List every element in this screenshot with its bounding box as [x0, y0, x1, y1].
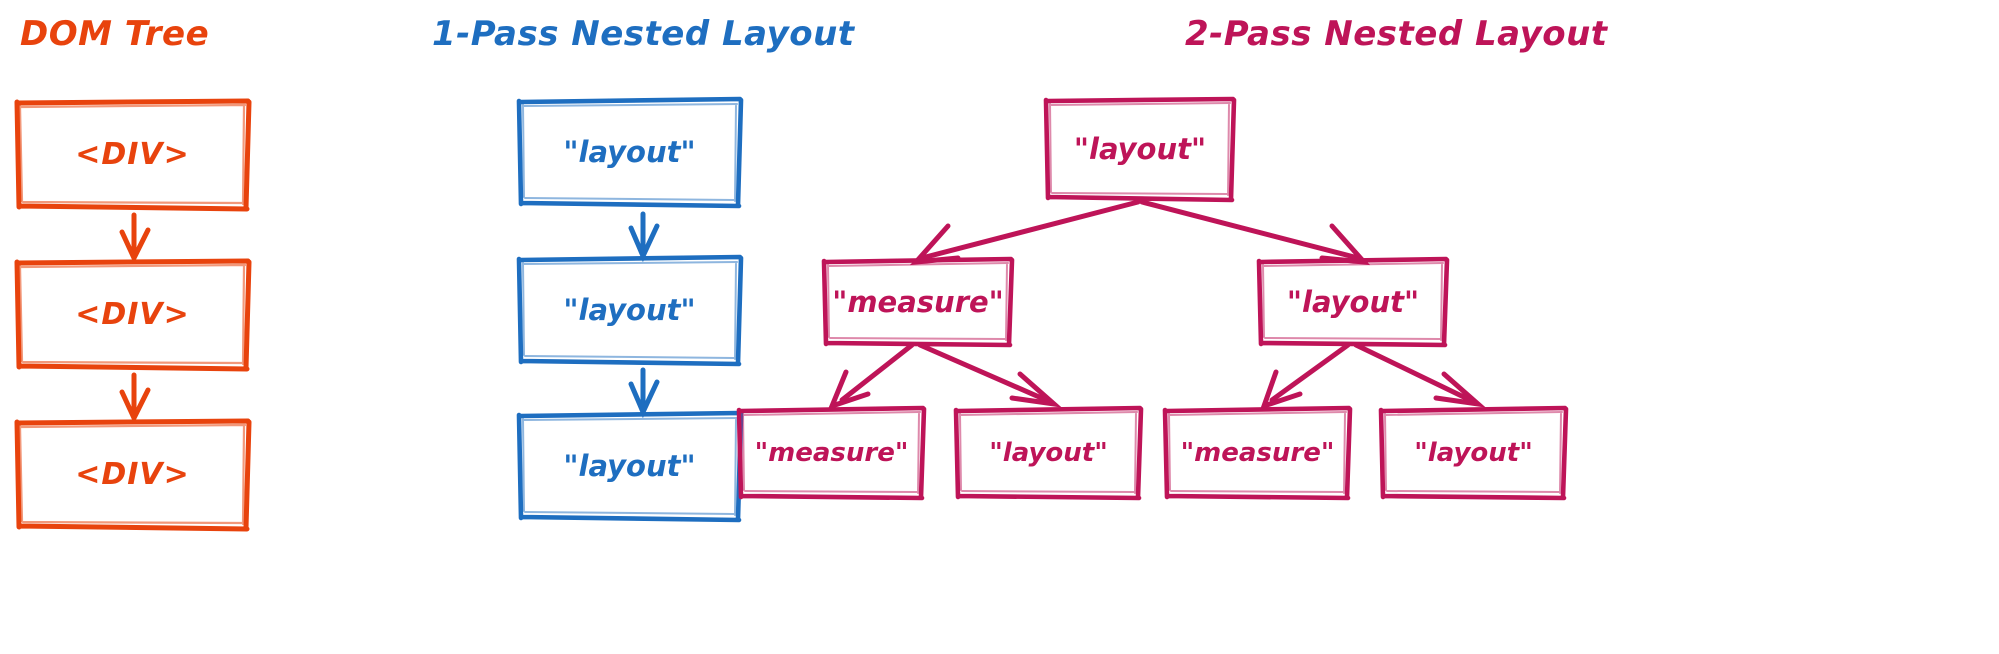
sketch-box-outline [516, 96, 744, 209]
two-pass-leaf-node-3-label: "layout" [1414, 438, 1533, 468]
onepass-edge-2-arrowhead [628, 379, 660, 419]
sketch-box-outline [1378, 405, 1569, 501]
twopass-edge-l2r-leaf3-arrowhead [1259, 369, 1303, 410]
two-pass-leaf-node-0[interactable]: "measure" [736, 405, 927, 501]
dom-tree-node-1-label: <DIV> [75, 297, 190, 332]
two-pass-leaf-node-1-label: "layout" [989, 438, 1108, 468]
sketch-box-outline [1043, 96, 1237, 203]
two-pass-level2-node-1[interactable]: "layout" [1256, 256, 1450, 348]
dom-edge-1-arrowhead [119, 227, 151, 264]
twopass-edge-l2l-leaf2-line [917, 342, 1049, 403]
column-title-one-pass-nested-layout: 1-Pass Nested Layout [432, 14, 855, 54]
two-pass-level2-node-1-label: "layout" [1286, 285, 1420, 319]
column-title-dom-tree: DOM Tree [20, 14, 210, 54]
column-title-two-pass-nested-layout: 2-Pass Nested Layout [1185, 14, 1608, 54]
sketch-box-outline [953, 405, 1144, 501]
one-pass-node-2[interactable]: "layout" [516, 410, 744, 523]
one-pass-node-0[interactable]: "layout" [516, 96, 744, 209]
one-pass-node-1[interactable]: "layout" [516, 254, 744, 367]
one-pass-node-1-label: "layout" [563, 293, 696, 327]
two-pass-leaf-node-3[interactable]: "layout" [1378, 405, 1569, 501]
twopass-edge-l2r-leaf4-arrowhead [1433, 371, 1486, 408]
dom-edge-2-arrowhead [119, 387, 151, 424]
twopass-edge-root-left-line [919, 199, 1141, 261]
two-pass-level2-node-0-label: "measure" [832, 285, 1004, 319]
two-pass-leaf-node-0-label: "measure" [754, 438, 909, 468]
twopass-edge-root-right-line [1139, 199, 1361, 261]
one-pass-node-2-label: "layout" [563, 449, 696, 483]
twopass-edge-l2l-leaf1-line [839, 342, 915, 403]
two-pass-leaf-node-2[interactable]: "measure" [1162, 405, 1353, 501]
twopass-edge-l2r-leaf3-line [1269, 342, 1351, 403]
two-pass-root-node[interactable]: "layout" [1043, 96, 1237, 203]
sketch-box-outline [1162, 405, 1353, 501]
two-pass-leaf-node-1[interactable]: "layout" [953, 405, 1144, 501]
two-pass-leaf-node-2-label: "measure" [1180, 438, 1335, 468]
twopass-edge-l2l-leaf2-arrowhead [1009, 371, 1062, 408]
dom-tree-node-0-label: <DIV> [75, 137, 190, 172]
sketch-box-outline [14, 98, 252, 212]
dom-tree-node-0[interactable]: <DIV> [14, 98, 252, 212]
two-pass-level2-node-0[interactable]: "measure" [821, 256, 1015, 348]
dom-tree-node-2-label: <DIV> [75, 457, 190, 492]
twopass-edge-l2r-leaf4-line [1353, 342, 1473, 403]
dom-tree-node-2[interactable]: <DIV> [14, 418, 252, 532]
twopass-edge-l2l-leaf1-arrowhead [827, 369, 871, 411]
one-pass-node-0-label: "layout" [563, 135, 696, 169]
two-pass-root-label: "layout" [1073, 132, 1207, 166]
dom-tree-node-1[interactable]: <DIV> [14, 258, 252, 372]
onepass-edge-1-arrowhead [628, 223, 660, 263]
